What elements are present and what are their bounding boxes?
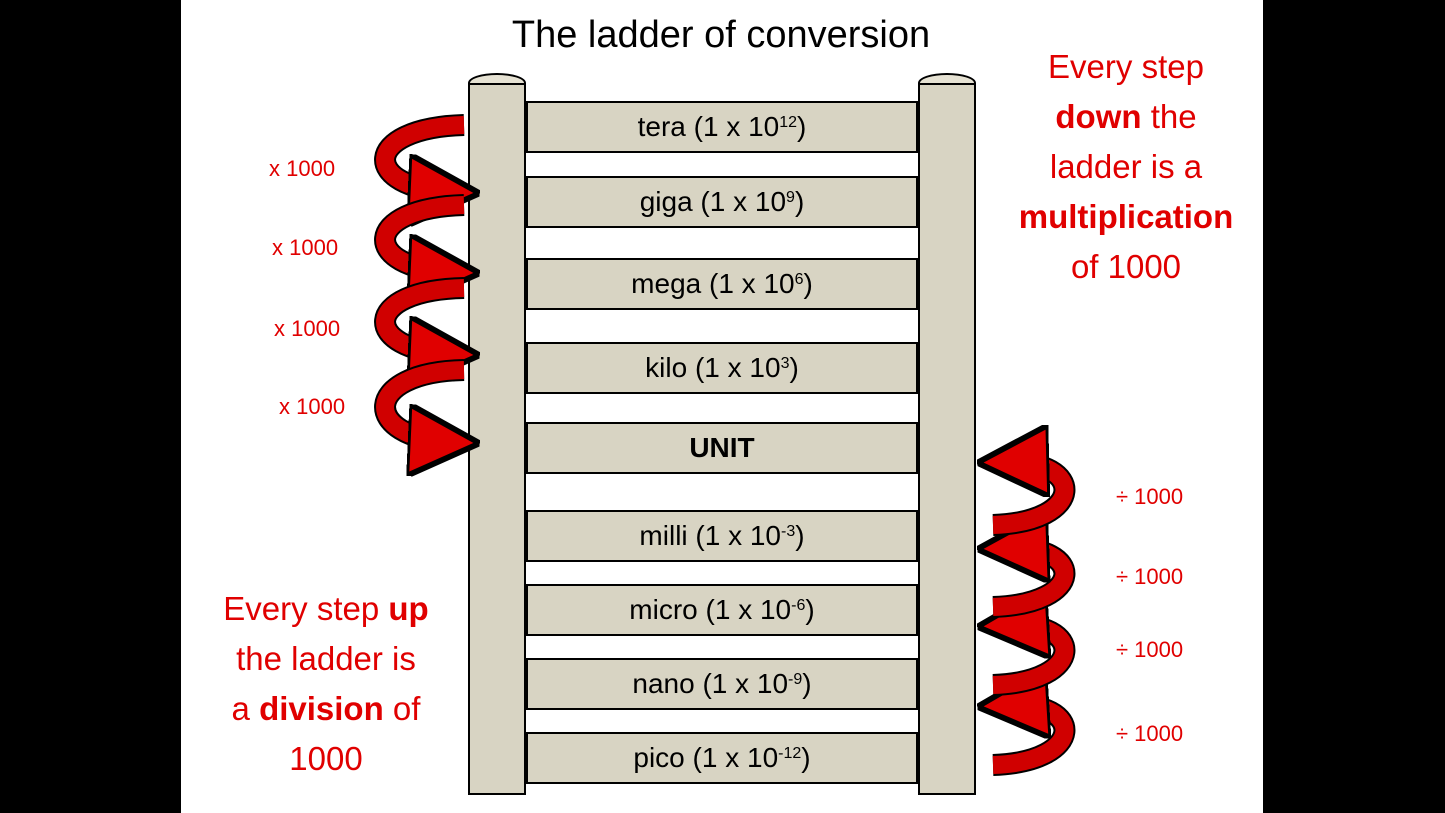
down-label-4: x 1000: [279, 394, 346, 419]
arrows-layer: [374, 114, 1076, 776]
up-label-2: ÷ 1000: [1116, 564, 1184, 589]
rung-label: pico (1 x 10: [633, 742, 779, 773]
rung-label: tera (1 x 10: [637, 111, 780, 142]
down-label-3: x 1000: [274, 316, 341, 341]
rung-nano: nano (1 x 10-9): [526, 658, 918, 710]
rung-suffix: ): [802, 668, 812, 699]
rung-micro: micro (1 x 10-6): [526, 584, 918, 636]
note-bold: up: [388, 590, 429, 627]
note-bold: multiplication: [1018, 198, 1234, 235]
note-line: the ladder is: [236, 640, 416, 677]
rung-label: micro (1 x 10: [629, 594, 792, 625]
note-line: Every step: [1048, 48, 1204, 85]
note-line: 1000: [289, 740, 363, 777]
rung-pico: pico (1 x 10-12): [526, 732, 918, 784]
down-label-2: x 1000: [272, 235, 339, 260]
rung-exponent: 12: [779, 114, 798, 131]
rung-exponent: 3: [780, 355, 790, 372]
note-bold: division: [259, 690, 384, 727]
up-label-1: ÷ 1000: [1116, 484, 1184, 509]
note-text: the: [1141, 98, 1197, 135]
rung-label: mega (1 x 10: [631, 268, 795, 299]
up-label-4: ÷ 1000: [1116, 721, 1184, 746]
down-arrow-4: [374, 359, 464, 442]
rung-suffix: ): [795, 520, 805, 551]
rung-suffix: ): [803, 268, 813, 299]
note-multiplication: Every step down the ladder is a multipli…: [991, 42, 1261, 292]
rung-suffix: ): [801, 742, 811, 773]
rung-exponent: -6: [791, 597, 806, 614]
down-arrow-1: [374, 114, 464, 192]
page-title: The ladder of conversion: [511, 14, 931, 56]
down-arrow-2: [374, 194, 464, 272]
up-arrow-2: [993, 625, 1076, 696]
note-line: multiplication: [991, 192, 1261, 242]
rung-label: kilo (1 x 10: [645, 352, 781, 383]
note-text: of: [383, 690, 421, 727]
rung-exponent: 6: [794, 271, 804, 288]
rung-label: milli (1 x 10: [639, 520, 782, 551]
rung-exponent: -9: [788, 671, 803, 688]
rung-label: UNIT: [689, 432, 755, 463]
note-bold: down: [1055, 98, 1142, 135]
rung-suffix: ): [794, 186, 805, 217]
note-line: Every step up: [191, 584, 461, 634]
rung-label: giga (1 x 10: [639, 186, 787, 217]
rung-unit: UNIT: [526, 422, 918, 474]
up-label-3: ÷ 1000: [1116, 637, 1184, 662]
rung-label: nano (1 x 10: [632, 668, 789, 699]
rung-exponent: -12: [778, 745, 802, 762]
note-line: down the: [991, 92, 1261, 142]
up-arrow-3: [993, 548, 1076, 618]
rung-suffix: ): [797, 111, 807, 142]
rung-suffix: ): [789, 352, 799, 383]
note-text: Every step: [223, 590, 389, 627]
down-label-1: x 1000: [269, 156, 336, 181]
note-line: a division of: [191, 684, 461, 734]
note-text: a: [231, 690, 260, 727]
rung-suffix: ): [805, 594, 815, 625]
note-line: of 1000: [1070, 248, 1182, 285]
down-arrow-3: [374, 277, 464, 354]
up-arrow-1: [993, 705, 1076, 776]
right-pole-outline: [918, 83, 976, 795]
rung-exponent: 9: [786, 189, 795, 206]
note-division: Every step up the ladder is a division o…: [191, 584, 461, 784]
rung-milli: milli (1 x 10-3): [526, 510, 918, 562]
up-arrow-4: [993, 462, 1076, 536]
rung-exponent: -3: [781, 523, 796, 540]
note-line: ladder is a: [1049, 148, 1203, 185]
